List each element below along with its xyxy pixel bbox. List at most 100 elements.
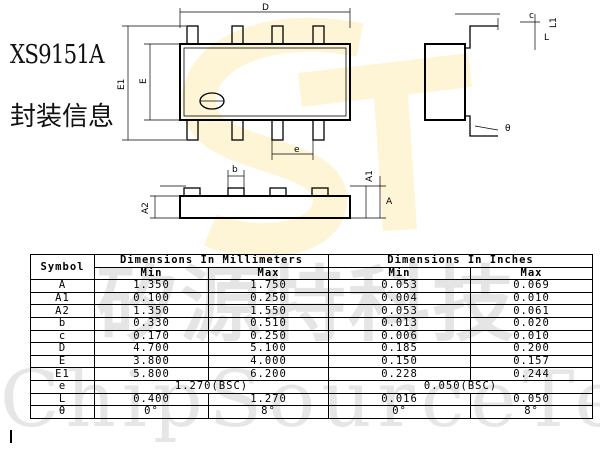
- cell-symbol: θ: [30, 405, 95, 419]
- cell-mm-max: 0.510: [207, 316, 330, 331]
- header-in: Dimensions In Inches: [328, 254, 594, 268]
- cell-in-min: 0.006: [328, 329, 472, 344]
- table-row: e 1.270(BSC) 0.050(BSC): [30, 379, 594, 394]
- label-c: c: [529, 11, 534, 21]
- cell-in-min: 0.185: [328, 342, 472, 356]
- label-L1: L1: [549, 17, 559, 28]
- pin-bottom-1: [186, 119, 199, 141]
- label-e: e: [294, 145, 300, 155]
- header-in-max: Max: [470, 266, 594, 281]
- cell-symbol: b: [30, 316, 95, 331]
- cell-symbol: A2: [30, 304, 95, 318]
- cell-mm-min: 0.100: [94, 291, 209, 306]
- label-L: L: [544, 33, 549, 43]
- cell-in-max: 0.050: [470, 392, 594, 407]
- label-b: b: [232, 165, 238, 175]
- part-number: XS9151A: [10, 40, 105, 70]
- cell-in-max: 8°: [470, 405, 594, 419]
- pin-top-2: [231, 25, 244, 45]
- table-header-row: Symbol Dimensions In Millimeters Dimensi…: [30, 253, 594, 281]
- cell-in-max: 0.020: [470, 316, 594, 331]
- label-A2: A2: [141, 202, 151, 214]
- cell-in-min: 0.150: [328, 354, 472, 369]
- label-E1: E1: [117, 79, 127, 90]
- cell-in-bsc: 0.050(BSC): [328, 379, 594, 394]
- pin-bottom-2: [231, 119, 244, 141]
- cell-mm-max: 1.750: [207, 279, 330, 293]
- package-body-front: [179, 195, 351, 219]
- pin-top-1: [186, 25, 199, 45]
- pin-bottom-4: [312, 119, 325, 141]
- cell-symbol: E: [30, 354, 95, 369]
- package-body-side: [424, 43, 466, 121]
- header-in-min: Min: [328, 266, 472, 281]
- cell-symbol: D: [30, 342, 95, 356]
- text-cursor: [10, 430, 12, 443]
- cell-in-max: 0.010: [470, 291, 594, 306]
- cell-mm-max: 6.200: [207, 367, 330, 381]
- cell-in-max: 0.061: [470, 304, 594, 318]
- cell-in-min: 0°: [328, 405, 472, 419]
- cell-symbol: E1: [30, 367, 95, 381]
- cell-in-max: 0.200: [470, 342, 594, 356]
- cell-mm-min: 3.800: [94, 354, 209, 369]
- cell-in-min: 0.053: [328, 304, 472, 318]
- cell-mm-min: 0.330: [94, 316, 209, 331]
- package-drawing: D E1 E e c L L1 θ b A A1 A2: [117, 3, 559, 219]
- cell-mm-max: 1.270: [207, 392, 330, 407]
- cell-mm-max: 0.250: [207, 329, 330, 344]
- cell-mm-max: 8°: [207, 405, 330, 419]
- cell-mm-min: 1.350: [94, 279, 209, 293]
- cell-mm-max: 0.250: [207, 291, 330, 306]
- cell-mm-min: 0.170: [94, 329, 209, 344]
- cell-in-min: 0.004: [328, 291, 472, 306]
- cell-mm-max: 1.550: [207, 304, 330, 318]
- cell-mm-bsc: 1.270(BSC): [93, 379, 330, 394]
- dimension-table: Symbol Dimensions In Millimeters Dimensi…: [30, 253, 594, 419]
- header-symbol: Symbol: [30, 253, 95, 281]
- page-subtitle: 封装信息: [10, 102, 115, 132]
- pin-top-3: [271, 25, 284, 45]
- pin-bottom-3: [271, 119, 284, 141]
- cell-mm-min: 0.400: [94, 392, 209, 407]
- cell-mm-min: 1.350: [94, 304, 209, 318]
- cell-in-min: 0.013: [328, 316, 472, 331]
- cell-mm-min: 0°: [94, 405, 209, 419]
- cell-in-min: 0.016: [328, 392, 472, 407]
- cell-symbol: L: [30, 392, 95, 407]
- label-E: E: [139, 78, 149, 84]
- header-mm-max: Max: [207, 266, 330, 281]
- pin-top-4: [312, 25, 325, 45]
- label-A1: A1: [365, 170, 375, 182]
- cell-mm-max: 5.100: [207, 342, 330, 356]
- cell-in-min: 0.228: [328, 367, 472, 381]
- cell-mm-min: 5.800: [94, 367, 209, 381]
- cell-symbol: e: [30, 379, 95, 394]
- label-theta: θ: [505, 124, 511, 134]
- header-mm-min: Min: [94, 266, 209, 281]
- cell-symbol: A: [30, 279, 95, 293]
- package-body-top: [179, 43, 351, 121]
- cell-in-max: 0.010: [470, 329, 594, 344]
- cell-in-min: 0.053: [328, 279, 472, 293]
- label-D: D: [262, 3, 269, 13]
- cell-in-max: 0.069: [470, 279, 594, 293]
- header-mm: Dimensions In Millimeters: [93, 254, 330, 268]
- cell-symbol: c: [30, 329, 95, 344]
- cell-symbol: A1: [30, 291, 95, 306]
- cell-in-max: 0.244: [470, 367, 594, 381]
- cell-mm-max: 4.000: [207, 354, 330, 369]
- label-A: A: [386, 197, 393, 207]
